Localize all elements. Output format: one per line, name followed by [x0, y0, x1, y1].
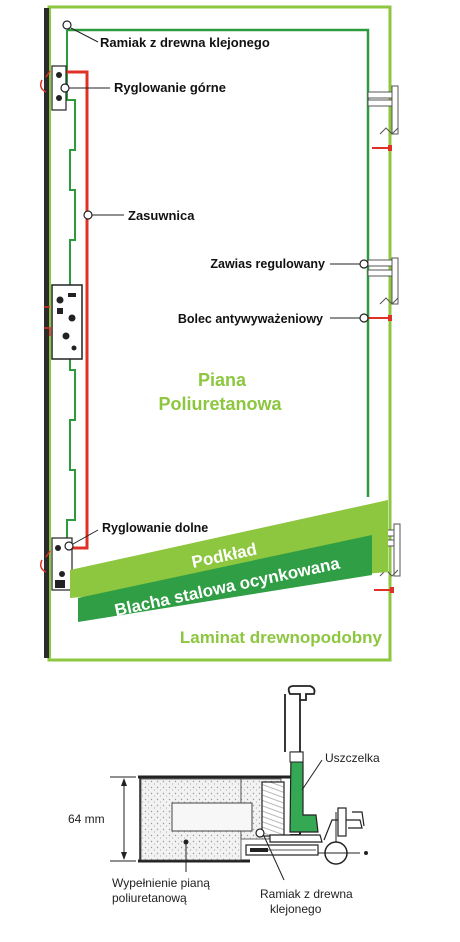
thickness-dimension: 64 mm [68, 776, 136, 862]
thickness-label: 64 mm [68, 812, 105, 826]
callout-ryglowanie-gorne: Ryglowanie górne [60, 80, 226, 95]
callout-zasuwnica: Zasuwnica [83, 208, 195, 223]
callout-zawias-text: Zawias regulowany [210, 257, 325, 271]
foam-label-line1: Piana [198, 370, 247, 390]
foam-fill-label-line2: poliuretanową [112, 891, 187, 905]
inner-block [171, 802, 253, 832]
callout-ramiak-text: Ramiak z drewna klejonego [100, 35, 270, 50]
foam-fill-label-line1: Wypełnienie pianą [112, 876, 210, 890]
door-elevation: Podkład Blacha stalowa ocynkowana Piana … [39, 5, 401, 662]
callout-zasuwnica-text: Zasuwnica [128, 208, 195, 223]
gasket-label: Uszczelka [325, 751, 380, 765]
lock-bar-red [64, 70, 89, 550]
laminate-label: Laminat drewnopodobny [180, 628, 383, 647]
callout-bolec: Bolec antywyważeniowy [178, 312, 369, 326]
galvanized-steel-band [78, 535, 372, 622]
gasket [289, 751, 319, 833]
ramiak-section-label-line1: Ramiak z drewna [260, 887, 353, 901]
cross-section-diagram: 64 mm [68, 685, 380, 916]
foam-label-line2: Poliuretanowa [158, 394, 282, 414]
callout-zawias: Zawias regulowany [210, 257, 369, 271]
hinge-top [367, 85, 399, 151]
door-edge-profile [44, 8, 49, 658]
wooden-frame-outline [67, 28, 370, 497]
callout-ryglowanie-dolne: Ryglowanie dolne [64, 521, 208, 551]
threshold [269, 834, 323, 843]
main-lock-box [44, 284, 83, 360]
callout-ryglowanie-dolne-text: Ryglowanie dolne [102, 521, 208, 535]
callout-ramiak: Ramiak z drewna klejonego [62, 20, 270, 50]
top-lock-hardware [39, 65, 67, 111]
callout-ryglowanie-gorne-text: Ryglowanie górne [114, 80, 226, 95]
callout-bolec-text: Bolec antywyważeniowy [178, 312, 323, 326]
wooden-frame-section [261, 781, 285, 837]
door-jamb [287, 685, 316, 701]
bottom-lock-hardware [39, 537, 73, 591]
ramiak-section-label-line2: klejonego [270, 902, 322, 916]
